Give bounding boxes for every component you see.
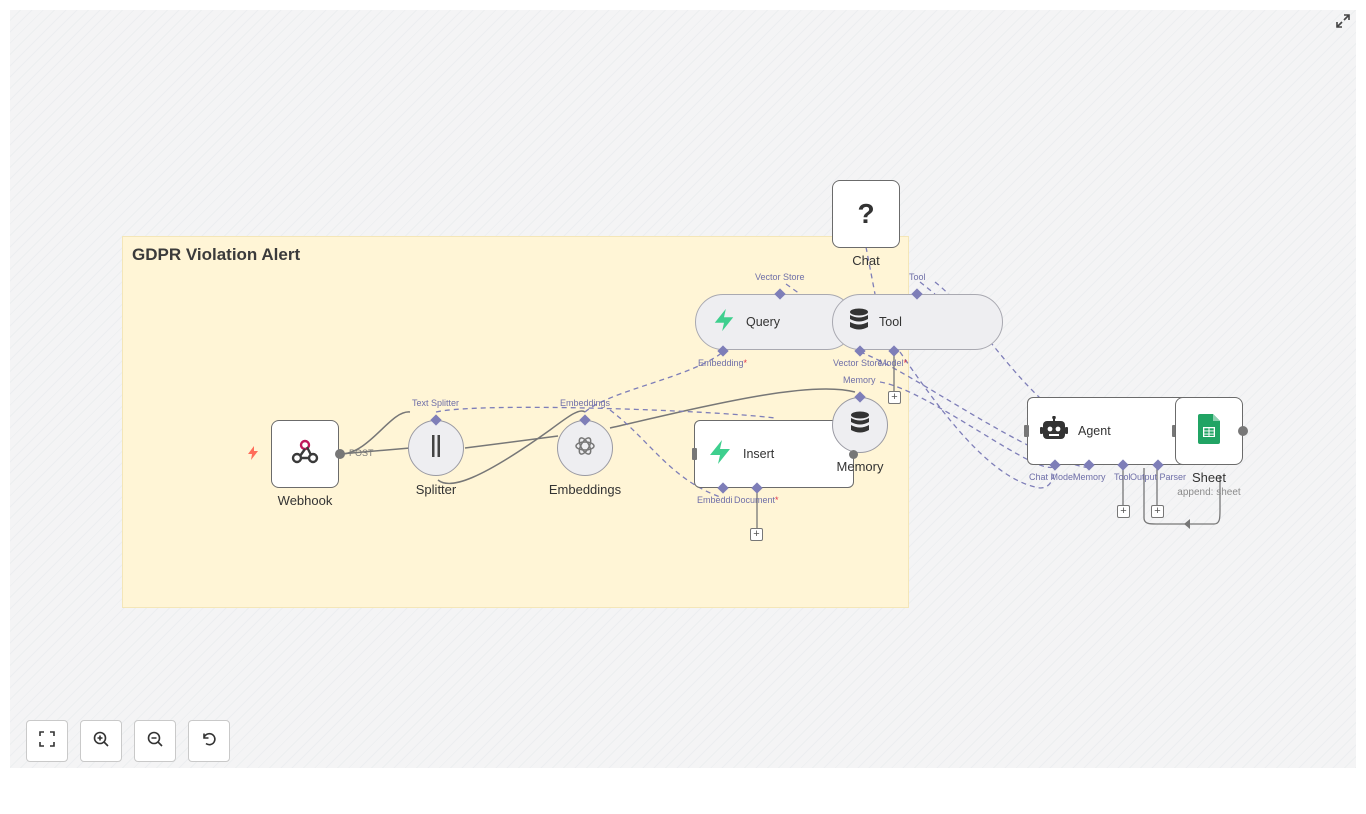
google-sheets-icon [1198, 413, 1220, 449]
agent-memory-label: Memory [1073, 472, 1106, 482]
connection-embeddings-query [584, 351, 724, 413]
splitter-icon [429, 434, 443, 462]
connection-query-tool [785, 283, 801, 295]
query-vector-store-label: Vector Store [755, 272, 805, 282]
insert-embedding-label: Embeddi [697, 495, 733, 505]
connection-textsplitter-insert [435, 406, 776, 419]
agent-label: Agent [1078, 424, 1111, 438]
splitter-node[interactable] [408, 420, 464, 476]
tool-model-label: Model* [879, 358, 908, 368]
connection-webhook-splitter-main [339, 447, 411, 455]
webhook-label: Webhook [277, 493, 333, 508]
embeddings-node[interactable] [557, 420, 613, 476]
connection-embeddings-insert [609, 409, 724, 499]
tool-label: Tool [879, 315, 902, 329]
undo-button[interactable] [188, 720, 230, 762]
connection-tool-port [919, 281, 936, 295]
query-embedding-label: Embedding* [698, 358, 748, 368]
sheet-output-handle[interactable] [1238, 426, 1248, 436]
webhook-node[interactable] [271, 420, 339, 488]
agent-output-handle[interactable] [1172, 425, 1177, 437]
query-label: Query [746, 315, 781, 329]
sheet-label: Sheet [1192, 470, 1226, 485]
connection-embeddings-memory [609, 388, 856, 429]
connection-chat-model-agent [899, 351, 1056, 489]
tool-node[interactable]: Tool [832, 294, 1003, 350]
agent-tool-add-button[interactable]: + [1117, 505, 1130, 518]
insert-input-handle[interactable] [692, 448, 697, 460]
zoom-out-button[interactable] [134, 720, 176, 762]
sheet-node[interactable] [1175, 397, 1243, 465]
webhook-icon [291, 439, 319, 470]
agent-input-handle[interactable] [1024, 425, 1029, 437]
connection-splitter-insert [437, 410, 586, 485]
insert-add-button[interactable]: + [750, 528, 763, 541]
agent-output-parser-label: Output Parser [1130, 472, 1187, 482]
lightning-icon [247, 446, 259, 465]
memory-port-label: Memory [843, 375, 876, 385]
tool-add-button[interactable]: + [888, 391, 901, 404]
zoom-in-button[interactable] [80, 720, 122, 762]
webhook-output-handle[interactable] [335, 449, 345, 459]
zoom-in-icon [93, 731, 109, 752]
agent-chat-model-label: Chat Model [1029, 472, 1076, 482]
database-icon [850, 411, 870, 440]
question-icon: ? [857, 198, 875, 229]
undo-icon [201, 731, 217, 752]
supabase-icon [712, 308, 736, 337]
agent-node[interactable]: Agent [1027, 397, 1187, 465]
agent-parser-add-button[interactable]: + [1151, 505, 1164, 518]
zoom-out-icon [147, 731, 163, 752]
workflow-canvas[interactable]: GDPR Violation Alert [10, 10, 1356, 768]
connection-model-agent [859, 351, 1091, 469]
sheet-subtitle: append: sheet [1177, 487, 1241, 498]
chat-node[interactable]: ? [832, 180, 900, 248]
fullscreen-icon[interactable] [1336, 14, 1352, 30]
fit-view-button[interactable] [26, 720, 68, 762]
loop-arrow [1184, 519, 1190, 529]
text-splitter-port-label: Text Splitter [412, 398, 460, 408]
robot-icon [1040, 415, 1068, 447]
supabase-icon [707, 439, 733, 470]
connections-layer [339, 246, 1221, 529]
embeddings-port-label: Embeddings [560, 398, 611, 408]
memory-side-handle[interactable] [849, 450, 858, 459]
agent-tool-label: Tool [1114, 472, 1131, 482]
connection-memory-agent [879, 381, 1056, 469]
embeddings-label: Embeddings [548, 482, 622, 497]
memory-node[interactable] [832, 397, 888, 453]
chat-label: Chat [852, 253, 880, 268]
connection-splitter-embeddings [464, 435, 559, 449]
tool-vector-store-label: Vector Store [833, 358, 883, 368]
database-icon [849, 308, 869, 337]
query-node[interactable]: Query [695, 294, 855, 350]
splitter-label: Splitter [415, 482, 457, 497]
memory-label: Memory [836, 459, 884, 474]
tool-port-label: Tool [909, 272, 926, 282]
insert-node[interactable]: Insert [694, 420, 854, 488]
connection-chat-tool [865, 246, 876, 295]
insert-label: Insert [743, 447, 775, 461]
webhook-output-label: POST [349, 448, 374, 458]
openai-icon [573, 434, 597, 463]
sticky-title: GDPR Violation Alert [132, 245, 301, 264]
insert-document-label: Document* [734, 495, 779, 505]
fit-view-icon [39, 730, 55, 752]
